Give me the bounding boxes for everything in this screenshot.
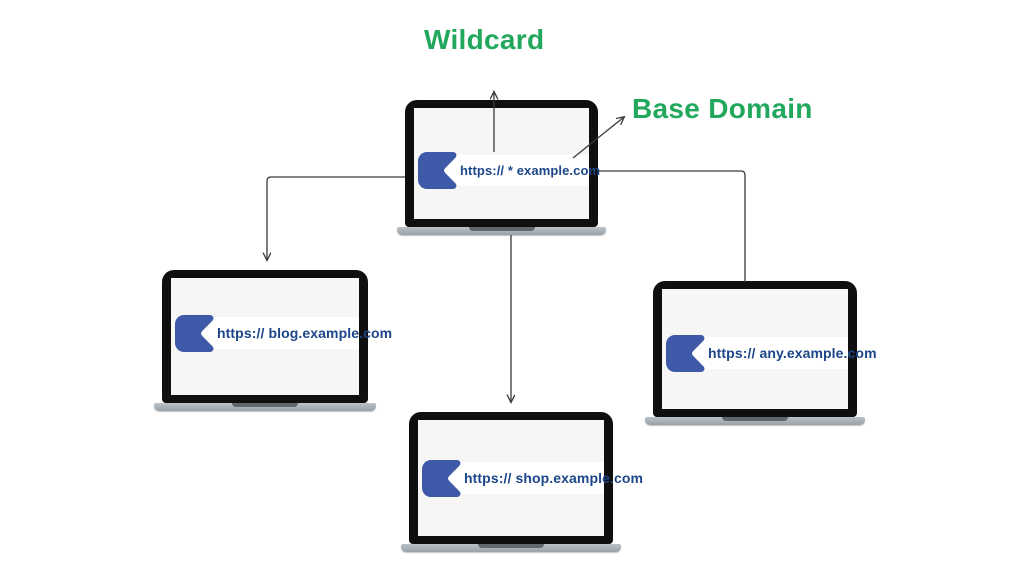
laptop-wildcard-base: https:// * example.com [397,100,606,235]
url-text: https:// any.example.com [708,345,877,361]
laptop-any-subdomain: https:// any.example.com [645,281,877,425]
laptop-screen: https:// * example.com [414,108,600,219]
base-domain-label: Base Domain [632,93,813,124]
laptop-blog-subdomain: https:// blog.example.com [154,270,392,411]
laptop-hinge-notch [232,403,298,407]
url-text: https:// * example.com [460,163,601,178]
laptop-bezel: https:// * example.com [405,100,600,227]
url-text: https:// blog.example.com [217,325,393,341]
bookmark-tag-icon [175,314,215,352]
laptop-hinge-notch [478,544,544,548]
laptop-hinge-notch [468,227,535,231]
url-bar: https:// any.example.com [666,334,877,372]
url-bar: https:// blog.example.com [175,314,392,352]
laptop-bezel: https:// any.example.com [653,281,877,417]
laptop-screen: https:// blog.example.com [171,278,392,395]
laptop-shop-subdomain: https:// shop.example.com [401,412,643,552]
laptop-screen: https:// shop.example.com [418,420,643,536]
laptop-hinge-notch [722,417,788,421]
connector-to-blog [267,176,405,260]
url-text: https:// shop.example.com [464,470,644,486]
bookmark-tag-icon [422,459,462,497]
url-bar: https:// * example.com [418,152,600,189]
laptop-bezel: https:// shop.example.com [409,412,643,544]
laptop-base [645,417,865,425]
bookmark-tag-icon [666,334,706,372]
url-bar: https:// shop.example.com [422,459,643,497]
connector-to-any [598,170,746,282]
laptop-screen: https:// any.example.com [662,289,877,409]
laptop-base [154,403,376,411]
laptop-base [401,544,621,552]
bookmark-tag-icon [418,152,458,189]
laptop-base [397,227,606,235]
laptop-bezel: https:// blog.example.com [162,270,392,403]
wildcard-label: Wildcard [424,24,545,55]
